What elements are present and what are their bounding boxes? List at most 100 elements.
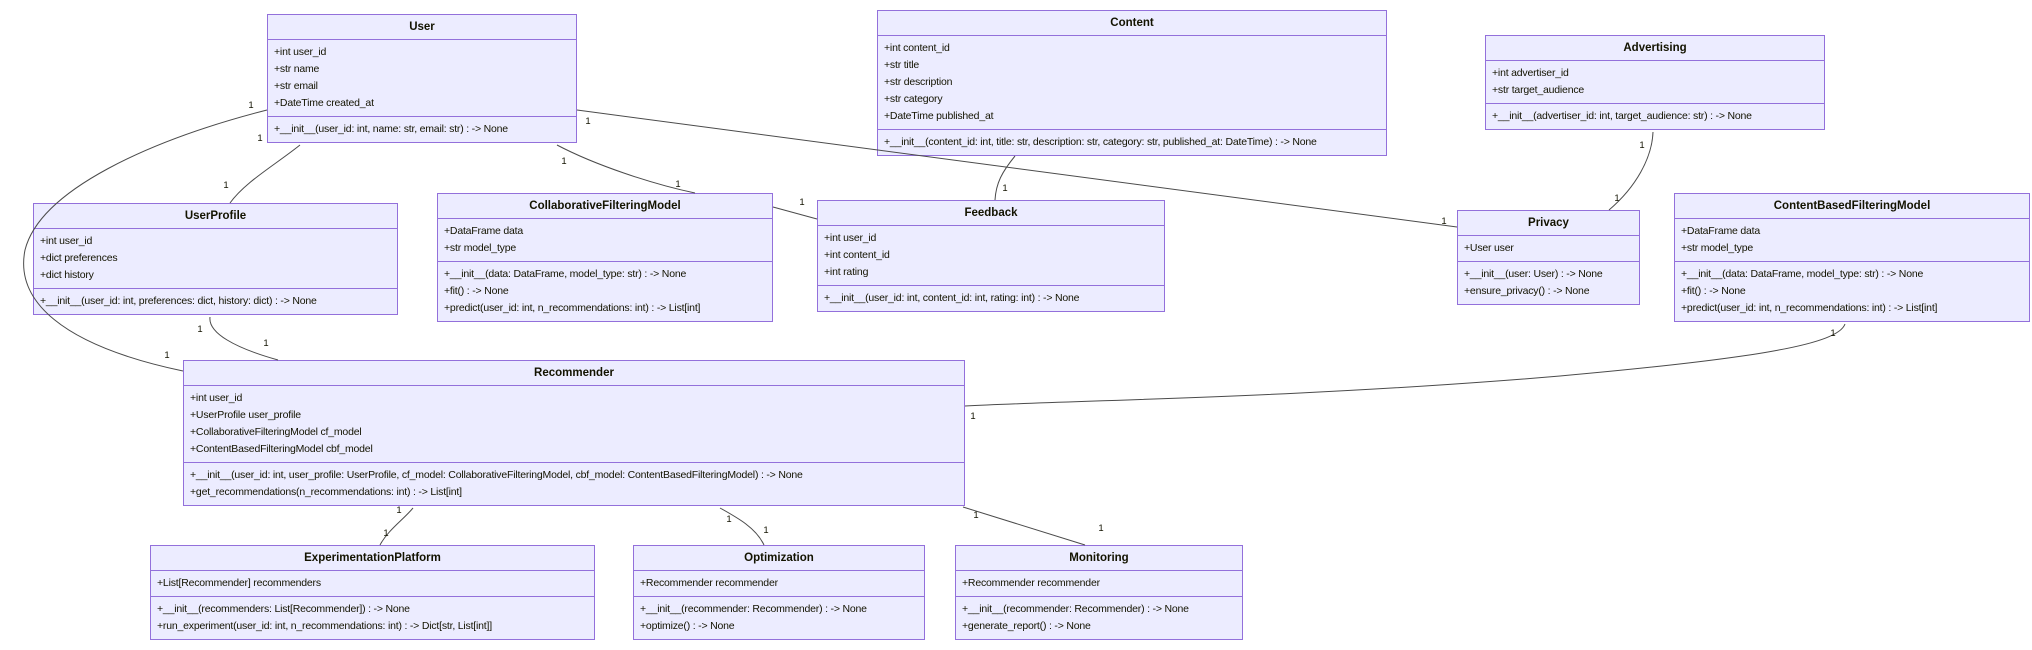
class-methods: +__init__(content_id: int, title: str, d… <box>878 130 1386 155</box>
class-title: Content <box>878 11 1386 36</box>
class-attributes: +DataFrame data+str model_type <box>438 219 772 262</box>
class-member: +predict(user_id: int, n_recommendations… <box>444 302 701 314</box>
class-recommender: Recommender +int user_id +UserProfile use… <box>183 360 965 506</box>
class-member: +__init__(advertiser_id: int, target_aud… <box>1492 110 1752 122</box>
class-member: +str model_type <box>1681 242 1753 254</box>
class-advertising: Advertising +int advertiser_id+str targe… <box>1485 35 1825 130</box>
class-member: +__init__(recommenders: List[Recommender… <box>157 603 410 615</box>
class-content: Content +int content_id+str title+str de… <box>877 10 1387 156</box>
class-methods: +__init__(data: DataFrame, model_type: s… <box>1675 262 2029 321</box>
relationship-line-advertising-privacy <box>1608 131 1654 211</box>
class-member: +int advertiser_id <box>1492 67 1569 79</box>
multiplicity-label: 1 <box>799 197 805 208</box>
class-member: +CollaborativeFilteringModel cf_model <box>190 426 362 438</box>
relationship-line-userprofile-recommender <box>209 316 279 361</box>
class-title: ExperimentationPlatform <box>151 546 594 571</box>
relationship-line-user-collaborativefilteringmodel <box>556 144 696 194</box>
class-methods: +__init__(recommender: Recommender) : ->… <box>956 597 1242 639</box>
class-methods: +__init__(recommenders: List[Recommender… <box>151 597 594 639</box>
multiplicity-label: 1 <box>248 100 254 111</box>
class-attributes: +int advertiser_id +str target_audience <box>1486 61 1824 104</box>
class-member: +str description <box>884 76 953 88</box>
multiplicity-label: 1 <box>197 324 203 335</box>
class-member: +__init__(user_id: int, user_profile: Us… <box>190 469 803 481</box>
multiplicity-label: 1 <box>223 180 229 191</box>
multiplicity-label: 1 <box>726 514 732 525</box>
class-attributes: +int user_id +str name +str email +DateTime… <box>268 40 576 117</box>
class-member: +Recommender recommender <box>962 577 1100 589</box>
class-title: UserProfile <box>34 204 397 229</box>
class-feedback: Feedback +int user_id +int content_id +int… <box>817 200 1165 312</box>
class-methods: +__init__(user_id: int, name: str, email… <box>268 117 576 142</box>
class-title: User <box>268 15 576 40</box>
class-member: +__init__(user_id: int, preferences: dic… <box>40 295 317 307</box>
class-member: +__init__(data: DataFrame, model_type: s… <box>444 268 687 280</box>
class-member: +int content_id <box>824 249 890 261</box>
class-title: ContentBasedFilteringModel <box>1675 194 2029 219</box>
class-title: CollaborativeFilteringModel <box>438 194 772 219</box>
multiplicity-label: 1 <box>1830 328 1836 339</box>
class-member: +int user_id <box>274 46 327 58</box>
multiplicity-label: 1 <box>263 338 269 349</box>
class-optimization: Optimization +Recommender recommender +_… <box>633 545 925 640</box>
class-member: +DataFrame data <box>444 225 524 237</box>
class-member: +predict(user_id: int, n_recommendations… <box>1681 302 1938 314</box>
multiplicity-label: 1 <box>1098 523 1104 534</box>
class-member: +int user_id <box>40 235 93 247</box>
multiplicity-label: 1 <box>1002 183 1008 194</box>
multiplicity-label: 1 <box>257 133 263 144</box>
class-member: +List[Recommender] recommenders <box>157 577 321 589</box>
class-title: Recommender <box>184 361 964 386</box>
class-member: +run_experiment(user_id: int, n_recommen… <box>157 620 492 632</box>
class-attributes: +int user_id+dict preferences+dict histo… <box>34 229 397 289</box>
class-member: +DateTime created_at <box>274 97 374 109</box>
class-member: +__init__(user: User) : -> None <box>1464 268 1603 280</box>
class-member: +str title <box>884 59 920 71</box>
class-member: +int rating <box>824 266 869 278</box>
class-member: +DateTime published_at <box>884 110 994 122</box>
class-member: +__init__(content_id: int, title: str, d… <box>884 136 1317 148</box>
class-userprofile: UserProfile +int user_id+dict preference… <box>33 203 398 315</box>
class-member: +ensure_privacy() : -> None <box>1464 285 1590 297</box>
class-methods: +__init__(recommender: Recommender) : ->… <box>634 597 924 639</box>
class-attributes: +Recommender recommender <box>634 571 924 597</box>
multiplicity-label: 1 <box>970 411 976 422</box>
class-member: +UserProfile user_profile <box>190 409 301 421</box>
class-member: +DataFrame data <box>1681 225 1761 237</box>
class-member: +str name <box>274 63 320 75</box>
multiplicity-label: 1 <box>763 525 769 536</box>
class-methods: +__init__(advertiser_id: int, target_aud… <box>1486 104 1824 129</box>
multiplicity-label: 1 <box>1639 140 1645 151</box>
multiplicity-label: 1 <box>973 510 979 521</box>
class-attributes: +DataFrame data +str model_type <box>1675 219 2029 262</box>
class-member: +str target_audience <box>1492 84 1585 96</box>
class-attributes: +List[Recommender] recommenders <box>151 571 594 597</box>
class-privacy: Privacy +User user +__init__(user: User)… <box>1457 210 1640 305</box>
class-member: +int user_id <box>824 232 877 244</box>
class-member: +__init__(recommender: Recommender) : ->… <box>640 603 867 615</box>
class-title: Feedback <box>818 201 1164 226</box>
multiplicity-label: 1 <box>675 179 681 190</box>
class-methods: +__init__(user_id: int, user_profile: Us… <box>184 463 964 505</box>
class-methods: +__init__(user_id: int, content_id: int,… <box>818 286 1164 311</box>
class-methods: +__init__(user_id: int, preferences: dic… <box>34 289 397 314</box>
class-attributes: +int user_id +UserProfile user_profile +Co… <box>184 386 964 463</box>
class-member: +ContentBasedFilteringModel cbf_model <box>190 443 373 455</box>
class-attributes: +Recommender recommender <box>956 571 1242 597</box>
multiplicity-label: 1 <box>585 116 591 127</box>
class-member: +str email <box>274 80 318 92</box>
class-title: Monitoring <box>956 546 1242 571</box>
class-member: +optimize() : -> None <box>640 620 735 632</box>
class-member: +generate_report() : -> None <box>962 620 1091 632</box>
class-attributes: +User user <box>1458 236 1639 262</box>
multiplicity-label: 1 <box>561 156 567 167</box>
class-attributes: +int content_id+str title+str descriptio… <box>878 36 1386 130</box>
class-contentbasedfilteringmodel: ContentBasedFilteringModel +DataFrame da… <box>1674 193 2030 322</box>
class-member: +int user_id <box>190 392 243 404</box>
class-member: +__init__(recommender: Recommender) : ->… <box>962 603 1189 615</box>
multiplicity-label: 1 <box>164 350 170 361</box>
class-member: +__init__(data: DataFrame, model_type: s… <box>1681 268 1924 280</box>
relationship-line-recommender-optimization <box>719 507 765 546</box>
multiplicity-label: 1 <box>383 528 389 539</box>
